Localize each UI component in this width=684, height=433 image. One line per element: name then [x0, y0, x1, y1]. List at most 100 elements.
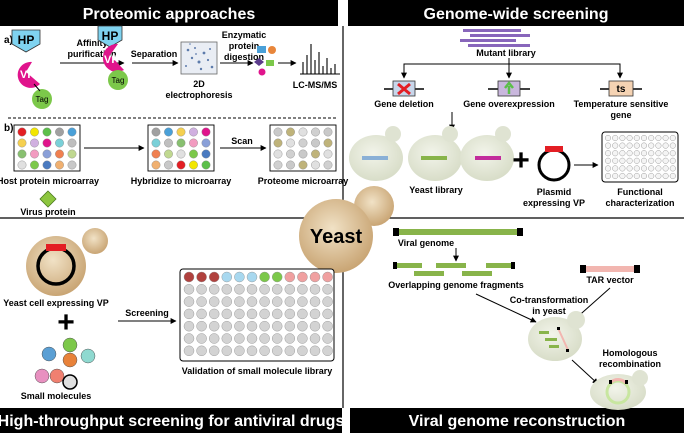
hyb-spot [151, 127, 161, 137]
functional-well [612, 172, 619, 179]
small-molecules-label: Small molecules [21, 391, 92, 401]
fragments-label: Overlapping genome fragments [388, 280, 524, 290]
validation-well [221, 308, 233, 320]
host-array-label: Host protein microarray [0, 176, 99, 186]
title-genome-wide: Genome-wide screening [424, 6, 609, 23]
validation-well [208, 308, 220, 320]
host-spot [17, 160, 27, 170]
functional-well [655, 134, 662, 141]
title-antiviral: High-throughput screening for antiviral … [0, 413, 344, 430]
validation-well [183, 284, 195, 295]
functional-label-1: Functional [617, 187, 663, 197]
svg-text:Tag: Tag [36, 95, 49, 104]
validation-plate [179, 268, 335, 362]
validation-well [183, 308, 195, 320]
validation-well [208, 345, 220, 356]
functional-well [655, 165, 662, 172]
functional-well [648, 165, 655, 172]
arrow-cotrans-left [475, 293, 537, 323]
validation-well [259, 333, 270, 344]
host-spot [67, 138, 77, 148]
proteome-spot [286, 160, 295, 170]
validation-well [322, 321, 333, 332]
validation-well [322, 271, 333, 283]
host-spot [55, 138, 64, 148]
validation-well [259, 321, 270, 332]
functional-well [605, 172, 612, 179]
validation-well [297, 333, 308, 344]
proteome-spot [311, 160, 320, 170]
hyb-spot [164, 160, 173, 170]
digest-label-3: digestion [224, 52, 264, 62]
validation-well [259, 296, 270, 307]
validation-well [272, 284, 283, 295]
lcms-label: LC-MS/MS [293, 80, 338, 90]
validation-well [259, 308, 270, 320]
functional-plate [601, 131, 679, 183]
host-spot [42, 160, 52, 170]
proteome-spot [273, 160, 283, 170]
functional-well [641, 134, 648, 141]
digest-label-1: Enzymatic [222, 30, 267, 40]
hyb-spot [201, 160, 211, 170]
functional-well [662, 142, 669, 149]
functional-well [655, 142, 662, 149]
functional-well [669, 157, 676, 164]
validation-well [309, 333, 321, 344]
recombined-cell [590, 370, 648, 410]
validation-well [196, 296, 207, 307]
functional-well [669, 150, 676, 157]
validation-well [309, 321, 321, 332]
host-spot [42, 127, 52, 137]
functional-well [619, 134, 626, 141]
proteome-spot [286, 138, 295, 148]
gene-deletion-icon [384, 80, 424, 97]
validation-well [246, 333, 258, 344]
validation-well [183, 321, 195, 332]
hyb-spot [189, 160, 198, 170]
validation-well [322, 284, 333, 295]
hyb-spot [189, 149, 198, 159]
validation-well [297, 345, 308, 356]
tag-circle: Tag [32, 89, 52, 109]
validation-well [208, 296, 220, 307]
header-top-left: Proteomic approaches [0, 0, 338, 26]
hyb-spot [201, 149, 211, 159]
validation-well [221, 271, 233, 283]
validation-well [208, 284, 220, 295]
functional-well [612, 150, 619, 157]
temp-sensitive-icon: ts [600, 80, 642, 97]
mutant-library-bars [460, 29, 530, 47]
proteome-spot [298, 127, 308, 137]
validation-well [322, 308, 333, 320]
yeast-cell-vp [26, 228, 108, 296]
virus-protein-icon [39, 190, 57, 208]
validation-well [272, 271, 283, 283]
cotrans-label-2: in yeast [532, 306, 566, 316]
functional-well [626, 150, 633, 157]
gene-deletion-label: Gene deletion [374, 99, 434, 109]
proteome-spot [323, 149, 333, 159]
functional-well [669, 165, 676, 172]
svg-text:Tag: Tag [112, 76, 125, 85]
validation-well [246, 321, 258, 332]
functional-well [662, 134, 669, 141]
plus-sign: + [512, 144, 530, 177]
functional-well [626, 165, 633, 172]
validation-well [284, 271, 295, 283]
functional-well [612, 157, 619, 164]
validation-well [221, 345, 233, 356]
validation-well [297, 308, 308, 320]
functional-well [612, 165, 619, 172]
validation-well [322, 296, 333, 307]
validation-well [284, 296, 295, 307]
functional-well [648, 142, 655, 149]
validation-well [234, 333, 245, 344]
validation-well [246, 296, 258, 307]
validation-well [272, 321, 283, 332]
label-b: b) [4, 123, 13, 134]
functional-well [626, 134, 633, 141]
functional-well [662, 157, 669, 164]
hyb-spot [201, 138, 211, 148]
